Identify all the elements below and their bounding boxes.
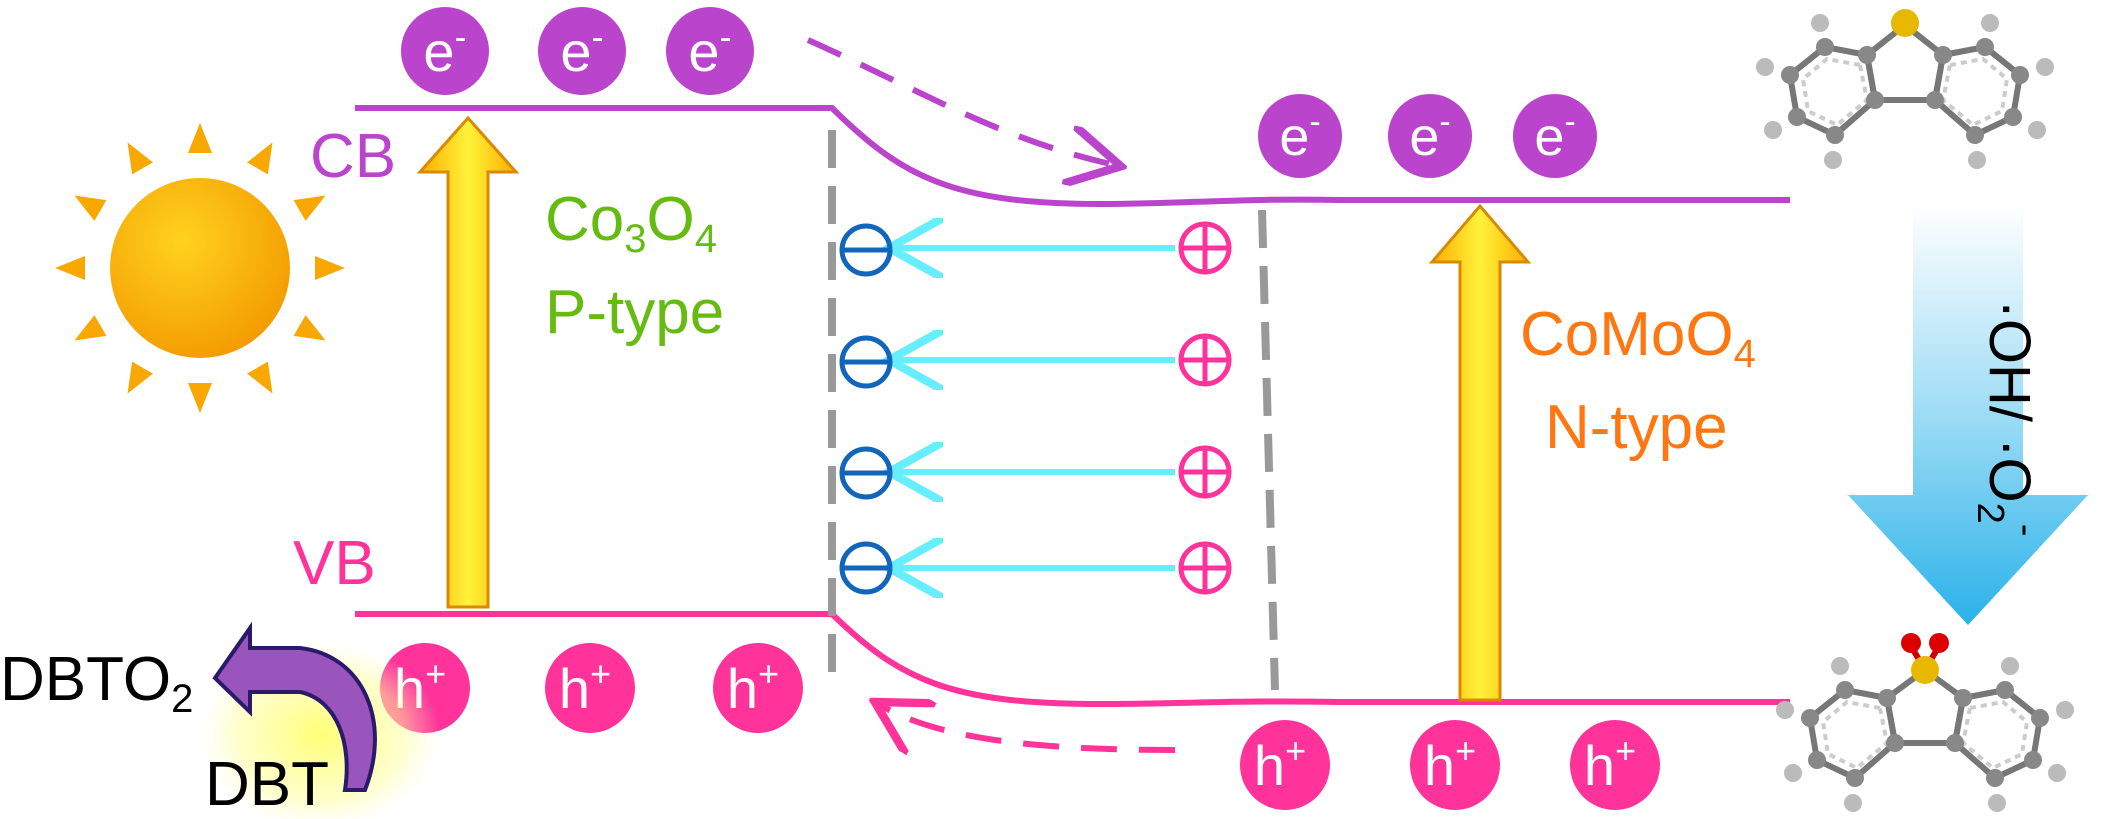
depletion-boundary-right — [1258, 209, 1279, 691]
svg-text:e-: e- — [423, 16, 466, 83]
hole-particle: h+ — [545, 643, 635, 733]
svg-text:h+: h+ — [1254, 730, 1306, 797]
co3o4-type-label: P-type — [545, 278, 724, 347]
comoo4-type-label: N-type — [1545, 393, 1728, 462]
dbto2-label: DBTO2 — [0, 645, 193, 721]
svg-text:e-: e- — [1534, 103, 1575, 167]
svg-text:h+: h+ — [1584, 730, 1636, 797]
excitation-arrow-co3o4 — [416, 115, 520, 609]
hole-transfer-arrow — [880, 705, 1176, 750]
electron-particle: e- — [538, 7, 626, 95]
hole-particle: h+ — [1240, 720, 1330, 810]
excitation-arrow-comoo4 — [1428, 203, 1532, 702]
comoo4-formula: CoMoO4 — [1520, 300, 1756, 376]
radical-reaction-arrow — [1848, 205, 2088, 625]
dbt-oxidation-arrow — [200, 621, 440, 819]
dibenzothiophene-molecule-icon — [1756, 9, 2054, 169]
positive-charge-icon — [1178, 221, 1232, 595]
electron-particle: e- — [1513, 94, 1597, 178]
valence-band-line — [355, 611, 1790, 708]
vb-label: VB — [293, 529, 376, 598]
hole-particle: h+ — [1410, 720, 1500, 810]
dbt-label: DBT — [205, 750, 329, 819]
built-in-field-row — [895, 248, 1175, 568]
radical-species-label: ·OH/ ·O2- — [1969, 300, 2047, 537]
svg-text:e-: e- — [1279, 103, 1320, 167]
electron-transfer-arrow — [806, 37, 1115, 165]
co3o4-formula: Co3O4 — [545, 185, 717, 261]
dibenzothiophene-sulfone-molecule-icon — [1776, 633, 2074, 812]
svg-text:h+: h+ — [727, 653, 779, 720]
svg-text:e-: e- — [560, 16, 603, 83]
sun-icon — [55, 123, 345, 413]
electron-particle: e- — [1258, 94, 1342, 178]
svg-text:e-: e- — [688, 16, 731, 83]
electron-particle: e- — [401, 7, 489, 95]
electron-particle: e- — [666, 7, 754, 95]
svg-text:h+: h+ — [1424, 730, 1476, 797]
negative-charge-icon — [839, 223, 893, 595]
svg-text:e-: e- — [1409, 103, 1450, 167]
hole-particle: h+ — [1570, 720, 1660, 810]
cb-label: CB — [310, 122, 396, 191]
conduction-band-line — [355, 105, 1790, 208]
electron-particle: e- — [1388, 94, 1472, 178]
svg-text:h+: h+ — [559, 653, 611, 720]
hole-particle: h+ — [713, 643, 803, 733]
